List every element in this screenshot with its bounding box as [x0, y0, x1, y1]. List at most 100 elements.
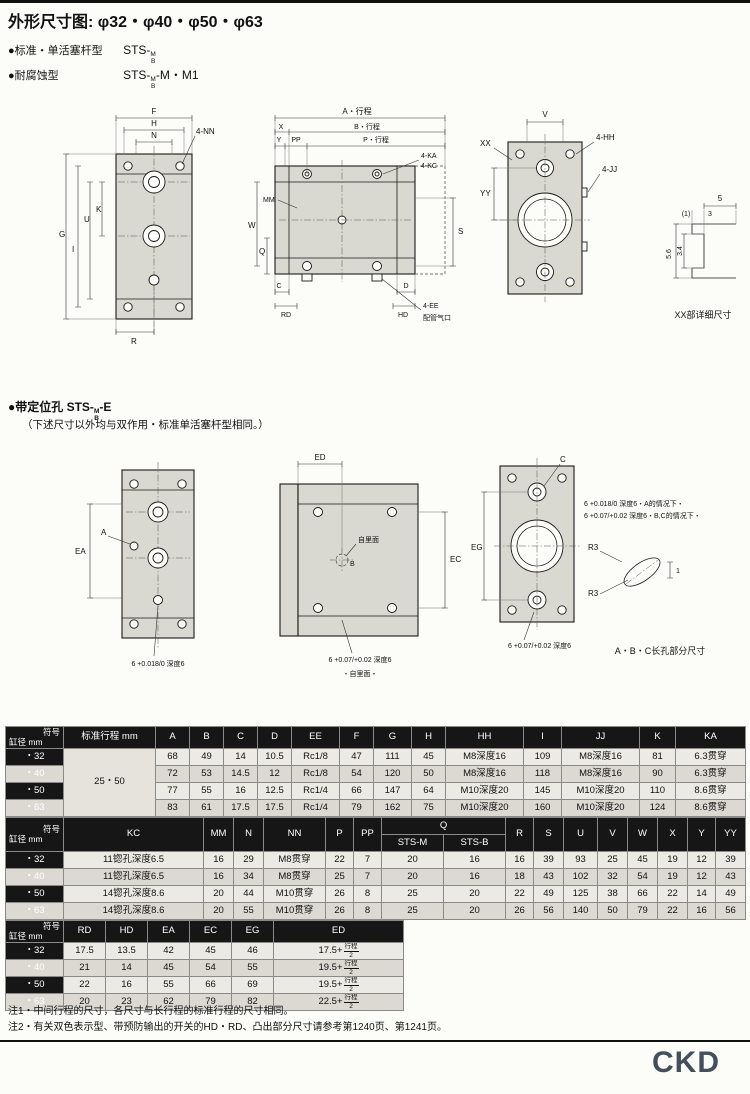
bottom-rule [0, 1040, 750, 1042]
slot-caption: A・B・C长孔部分尺寸 [615, 645, 706, 656]
page-title: 外形尺寸图: φ32・φ40・φ50・φ63 [8, 14, 263, 31]
callout-xx-label: XX [480, 139, 491, 148]
table-cell: 72 [155, 765, 190, 783]
table-cell: 93 [563, 851, 599, 869]
table-cell: 20 [63, 993, 106, 1011]
xx-detail-drawing: 5 (1) 3 5.6 3.4 XX部详细尺寸 [666, 194, 737, 320]
table-cell: 22 [505, 885, 535, 903]
table-cell: 17.5 [63, 942, 106, 960]
hole-a-label: A [101, 528, 107, 537]
table-cell: 16 [105, 976, 148, 994]
table-cell: 140 [563, 902, 599, 920]
column-header: PP [353, 817, 382, 852]
column-header-q: Q [380, 817, 507, 835]
table-cell: 44 [233, 885, 264, 903]
table-cell: Rc1/8 [291, 748, 340, 766]
table-cell: 111 [373, 748, 412, 766]
table-cell: 16 [442, 851, 507, 869]
table-cell: 62 [147, 993, 190, 1011]
table-cell: 12.5 [257, 782, 292, 800]
column-header: F [339, 726, 374, 749]
table-cell: ・63 [5, 799, 64, 817]
positioning-section-note: （下述尺寸以外均与双作用・标准单活塞杆型相同。） [22, 419, 269, 431]
table-cell: 8 [353, 902, 382, 920]
table-cell: 25 [325, 868, 354, 886]
dim-u-label: U [84, 215, 90, 224]
column-header: Y [687, 817, 717, 852]
table-cell: 14锪孔深度8.6 [63, 902, 204, 920]
table-cell: 162 [373, 799, 412, 817]
piping-port-note: 配管气口 [423, 313, 451, 322]
column-header: HH [445, 726, 524, 749]
positioning-side-view: ED EC 自里面 B 6 +0.07/+0.02 深度6 ・自里面・ [279, 453, 461, 678]
table-cell: Rc1/4 [291, 799, 340, 817]
table-cell: 79 [189, 993, 232, 1011]
depth-note-b: 6 +0.07/+0.02 深度6 [328, 655, 391, 664]
table-cell: ・50 [5, 782, 64, 800]
table-cell: ・40 [5, 765, 64, 783]
table-cell: 10.5 [257, 748, 292, 766]
callout-4ee-label: 4-EE [423, 303, 439, 310]
table-cell: 39 [715, 851, 747, 869]
table-cell: ・63 [5, 902, 64, 920]
table-cell: 64 [411, 782, 446, 800]
dim-ea-label: EA [75, 547, 86, 556]
table-cell: 69 [231, 976, 274, 994]
table-cell: 18 [505, 868, 535, 886]
dimension-tables: 符号 缸径 mm 标准行程 mm A B C D EE F G H HH I J… [5, 726, 747, 1011]
table-cell: 20 [442, 902, 507, 920]
column-header: ED [273, 920, 404, 943]
table-cell: M10深度20 [445, 799, 524, 817]
callout-4jj-label: 4-JJ [602, 165, 617, 174]
table-cell: 6.3贯穿 [675, 765, 746, 783]
table-cell: 90 [639, 765, 676, 783]
column-header: S [533, 817, 565, 852]
table-cell: M10深度20 [445, 782, 524, 800]
positioning-front-body [121, 462, 195, 648]
column-header: V [597, 817, 629, 852]
table-cell: 54 [189, 959, 232, 977]
table-cell: 16 [687, 902, 717, 920]
table-cell: M8深度16 [561, 765, 640, 783]
dim-v-label: V [542, 110, 548, 119]
table-cell: 20 [381, 851, 444, 869]
table-cell: 20 [442, 885, 507, 903]
column-header: 标准行程 mm [63, 726, 156, 749]
slot-r3-top-label: R3 [588, 543, 599, 552]
table-cell: 26 [505, 902, 535, 920]
dim-mm-label: MM [263, 197, 275, 204]
dim-hd-label: HD [398, 312, 408, 319]
column-header: C [223, 726, 258, 749]
depth-note-a: 6 +0.018/0 深度6 [131, 659, 184, 668]
dim-yy-label: YY [480, 189, 491, 198]
column-header: NN [263, 817, 326, 852]
corner-header: 符号 缸径 mm [5, 726, 64, 749]
depth-note-bottom: 6 +0.07/+0.02 深度6 [508, 641, 571, 650]
table-cell: 12 [257, 765, 292, 783]
table-cell: 147 [373, 782, 412, 800]
bullet-corrosion-label: ●耐腐蚀型 [8, 70, 59, 82]
table-cell: 25・50 [63, 748, 156, 817]
column-header: EC [189, 920, 232, 943]
table-cell: 14锪孔深度8.6 [63, 885, 204, 903]
cylinder-side-body [274, 160, 446, 282]
column-header: W [627, 817, 659, 852]
table-cell: 14.5 [223, 765, 258, 783]
column-subheader-sts-m: STS-M [381, 834, 444, 852]
table-cell: 68 [155, 748, 190, 766]
footnotes: 注1・中间行程的尺寸，各尺寸与长行程的标准行程的尺寸相同。 注2・有关双色表示型… [8, 1004, 447, 1036]
dim-a-stroke-label: A・行程 [342, 106, 371, 116]
dim-r-label: R [131, 337, 137, 346]
dim-i-label: I [72, 245, 74, 254]
table-cell: 66 [189, 976, 232, 994]
